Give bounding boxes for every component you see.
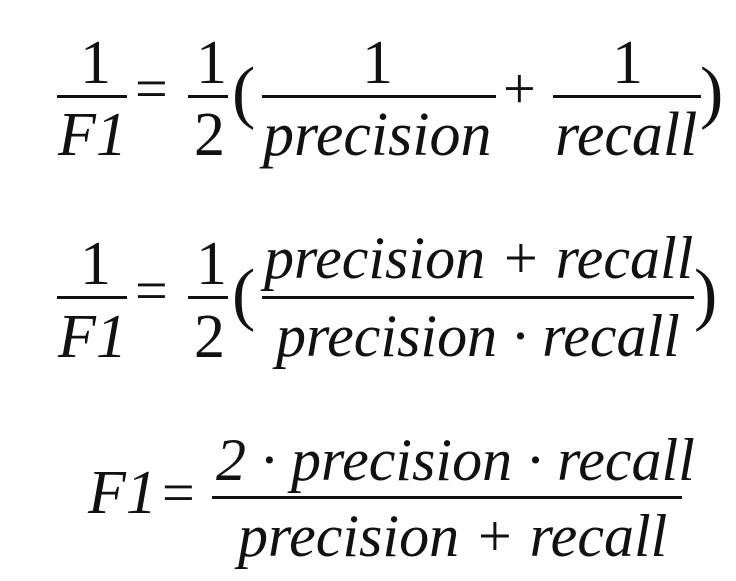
close-paren: )	[700, 54, 724, 131]
product-denominator: precision · recall	[276, 303, 680, 369]
sum-numerator: precision + recall	[264, 225, 694, 291]
half-denominator: 2	[194, 303, 225, 371]
lhs-fraction-bar	[57, 296, 127, 299]
term2-denominator: recall	[555, 101, 698, 169]
f1-fraction-bar	[212, 496, 682, 499]
plus-sign: +	[503, 56, 536, 121]
close-paren: )	[694, 256, 718, 333]
term1-numerator: 1	[362, 29, 393, 97]
lhs-numerator: 1	[80, 29, 111, 97]
f1-numerator: 2 · precision · recall	[216, 427, 695, 493]
f1-denominator: precision + recall	[238, 503, 668, 569]
main-fraction-bar	[262, 296, 694, 299]
equals-sign: =	[162, 460, 195, 525]
equals-sign: =	[135, 258, 168, 323]
lhs-fraction-bar	[57, 95, 127, 98]
term2-numerator: 1	[612, 29, 643, 97]
lhs-numerator: 1	[80, 230, 111, 298]
term1-fraction-bar	[262, 95, 496, 98]
equals-sign: =	[135, 56, 168, 121]
half-fraction-bar	[188, 296, 228, 299]
open-paren: (	[232, 54, 256, 131]
f1-lhs: F1	[88, 459, 157, 527]
half-numerator: 1	[196, 29, 227, 97]
half-numerator: 1	[196, 230, 227, 298]
term2-fraction-bar	[553, 95, 701, 98]
open-paren: (	[232, 256, 256, 333]
half-denominator: 2	[194, 101, 225, 169]
lhs-denominator: F1	[58, 303, 127, 371]
term1-denominator: precision	[263, 101, 492, 169]
half-fraction-bar	[188, 95, 228, 98]
lhs-denominator: F1	[58, 101, 127, 169]
